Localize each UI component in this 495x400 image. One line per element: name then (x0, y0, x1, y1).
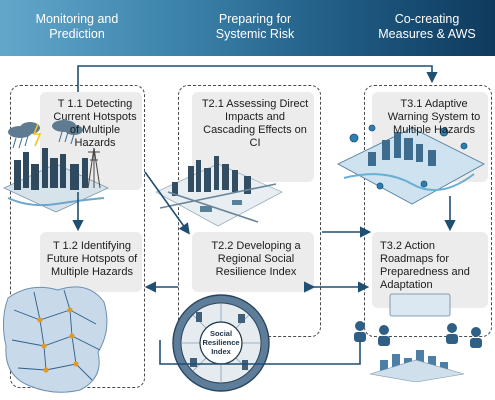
task-t22-label: T2.2 Developing a Regional Social Resili… (211, 240, 301, 278)
hotspot-map-illustration (2, 286, 108, 393)
hazard-city-illustration (3, 120, 109, 213)
task-card-t12 (40, 232, 142, 292)
task-t21-label: T2.1 Assessing Direct Impacts and Cascad… (201, 98, 309, 149)
task-t11-label: T 1.1 Detecting Current Hotspots of Mult… (53, 98, 137, 149)
task-card-t22 (192, 232, 314, 292)
city-infrastructure-illustration (155, 156, 283, 227)
warning-system-city-illustration (337, 124, 485, 205)
task-t12-label: T 1.2 Identifying Future Hotspots of Mul… (46, 240, 138, 278)
task-t32-label: T3.2 Action Roadmaps for Preparedness an… (380, 240, 470, 291)
task-t31-label: T3.1 Adaptive Warning System to Multiple… (387, 98, 481, 136)
header-monitoring-prediction: Monitoring and Prediction (35, 12, 119, 41)
header-co-creating-measures: Co-creating Measures & AWS (378, 12, 476, 41)
index-label: Social Resilience Index (202, 329, 240, 356)
header-preparing-systemic-risk: Preparing for Systemic Risk (215, 12, 295, 41)
header-band: Monitoring and Prediction Preparing for … (0, 0, 495, 56)
stakeholder-workshop-illustration (354, 293, 482, 382)
